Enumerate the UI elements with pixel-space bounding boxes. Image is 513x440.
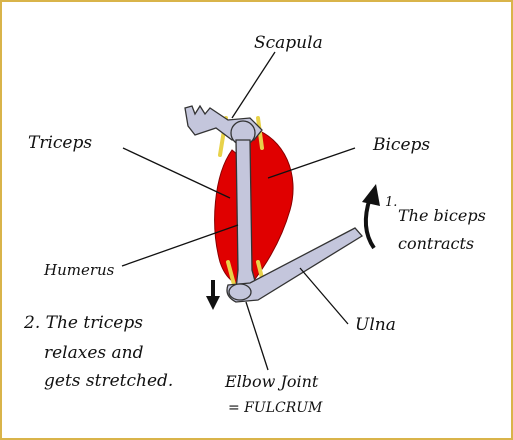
step2-line1: 2. The triceps (23, 313, 143, 333)
step2-line3: gets stretched. (44, 371, 173, 391)
down-arrow-icon (206, 280, 220, 310)
step1-line1: The biceps (398, 206, 486, 225)
fulcrum-label: = FULCRUM (228, 400, 323, 416)
step2-line2: relaxes and (44, 343, 144, 363)
up-arrow-icon (362, 184, 380, 248)
biceps-label: Biceps (372, 135, 430, 155)
humerus-label: Humerus (43, 261, 115, 279)
triceps-label: Triceps (28, 133, 92, 153)
elbow-joint (229, 284, 251, 300)
elbow-joint-label: Elbow Joint (224, 372, 319, 391)
biceps-muscle (246, 128, 293, 286)
ulna-label: Ulna (355, 315, 396, 335)
step1-number: 1. (385, 195, 397, 210)
scapula-label: Scapula (254, 33, 323, 53)
step1-line2: contracts (398, 234, 474, 253)
